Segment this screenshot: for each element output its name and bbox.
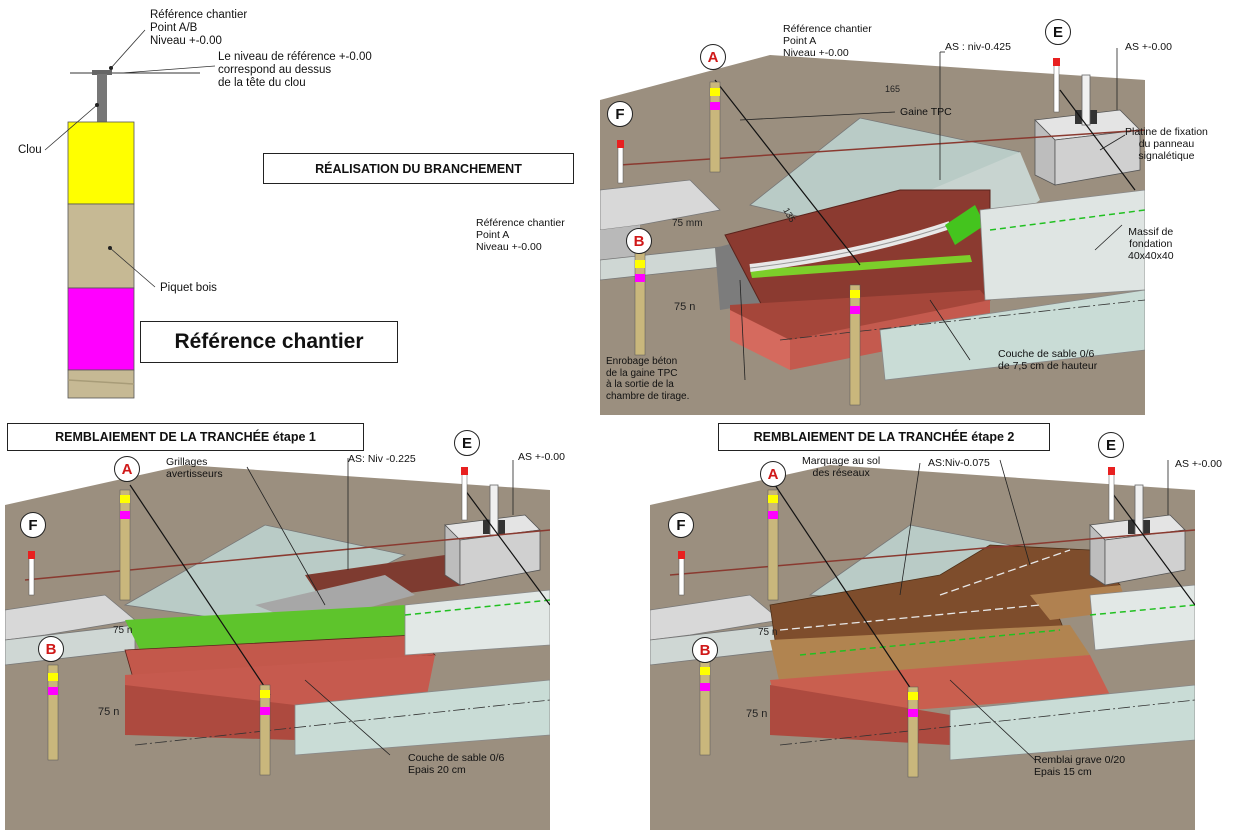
label-gaine: Gaine TPC — [900, 106, 952, 118]
dim-75b: 75 n — [746, 708, 767, 720]
label-as-niv: AS: Niv -0.225 — [348, 453, 416, 465]
marker-a: A — [114, 456, 140, 482]
marker-b: B — [38, 636, 64, 662]
marker-e: E — [454, 430, 480, 456]
stake-wood — [67, 203, 135, 289]
label-niveau-note: Le niveau de référence +-0.00 correspond… — [218, 51, 372, 89]
nail-shank — [97, 74, 107, 122]
label-couche-sable: Couche de sable 0/6 Epais 20 cm — [408, 752, 505, 776]
marker-a: A — [700, 44, 726, 70]
label-piquet-bois: Piquet bois — [160, 282, 217, 294]
label-massif: Massif de fondation 40x40x40 — [1128, 226, 1174, 262]
stake-magenta — [67, 287, 135, 371]
dim-75-mm: 75 mm — [672, 218, 703, 229]
marker-a: A — [760, 461, 786, 487]
marker-e: E — [1098, 432, 1124, 458]
stake-drawing — [44, 29, 216, 399]
label-clou: Clou — [18, 144, 42, 156]
marker-f: F — [668, 512, 694, 538]
label-as-zero: AS +-0.00 — [518, 451, 565, 463]
marker-b: B — [626, 228, 652, 254]
label-remblai: Remblai grave 0/20 Epais 15 cm — [1034, 754, 1126, 778]
nail-head — [92, 70, 112, 75]
label-grillages: Grillages avertisseurs — [166, 456, 223, 480]
branchement-illustration: 165 135 75 mm 75 n — [600, 48, 1145, 415]
marker-f: F — [20, 512, 46, 538]
title-etape2: REMBLAIEMENT DE LA TRANCHÉE étape 2 — [718, 423, 1050, 451]
label-as-niv: AS : niv-0.425 — [945, 41, 1011, 53]
marker-e: E — [1045, 19, 1071, 45]
stake-yellow — [67, 121, 135, 205]
dim-75-n: 75 n — [674, 301, 695, 313]
title-etape1: REMBLAIEMENT DE LA TRANCHÉE étape 1 — [7, 423, 364, 451]
label-ref-a: Référence chantier Point A Niveau +-0.00 — [783, 23, 872, 59]
dim-75a: 75 n — [758, 627, 777, 638]
dim-75b: 75 n — [98, 706, 119, 718]
dim-165: 165 — [885, 84, 900, 94]
label-couche-sable: Couche de sable 0/6 de 7,5 cm de hauteur — [998, 348, 1098, 372]
marker-b: B — [692, 637, 718, 663]
etape1-illustration: 75 n 75 n — [5, 458, 550, 830]
title-branchement: RÉALISATION DU BRANCHEMENT — [263, 153, 574, 184]
reference-chantier-box: Référence chantier — [140, 321, 398, 363]
label-enrobage: Enrobage béton de la gaine TPC à la sort… — [606, 356, 690, 402]
label-ref-chantier-ab: Référence chantier Point A/B Niveau +-0.… — [150, 9, 248, 47]
label-as-niv: AS:Niv-0.075 — [928, 457, 990, 469]
dim-75a: 75 n — [113, 625, 132, 636]
etape2-illustration: 75 n 75 n — [650, 459, 1195, 830]
label-marquage: Marquage au sol des réseaux — [802, 455, 881, 479]
label-as-zero: AS +-0.00 — [1125, 41, 1172, 53]
label-platine: Platine de fixation du panneau signaléti… — [1125, 126, 1208, 162]
marker-f: F — [607, 101, 633, 127]
label-ref-b: Référence chantier Point A Niveau +-0.00 — [476, 217, 565, 253]
label-as-zero: AS +-0.00 — [1175, 458, 1222, 470]
